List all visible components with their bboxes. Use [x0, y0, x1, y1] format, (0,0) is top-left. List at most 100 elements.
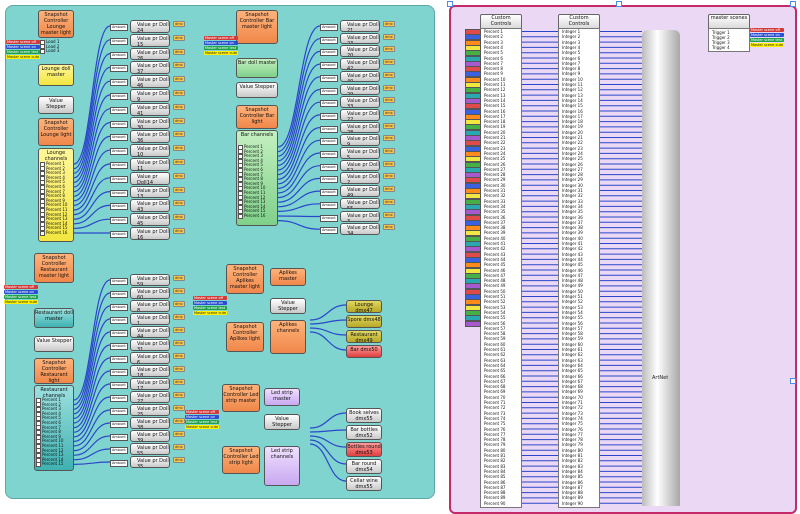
- percent-row[interactable]: Percent 90: [484, 500, 506, 506]
- integer-row[interactable]: Integer 23: [562, 145, 583, 151]
- value-doll-node[interactable]: Value pr Doll 21: [340, 20, 380, 32]
- checkbox[interactable]: [40, 221, 45, 227]
- dmx-output-port[interactable]: dmx: [173, 275, 185, 281]
- integer-row[interactable]: Integer 2: [562, 34, 581, 40]
- integer-row[interactable]: Integer 7: [562, 60, 581, 66]
- percent-row[interactable]: Percent 19: [484, 124, 506, 130]
- value-stepper[interactable]: Value Stepper: [264, 414, 300, 430]
- percent-row[interactable]: Percent 34: [484, 203, 506, 209]
- integer-row[interactable]: Integer 41: [562, 241, 583, 246]
- row-item[interactable]: Percent 5: [36, 416, 63, 422]
- dmx-output-node[interactable]: Bar bottles dmx52: [346, 425, 382, 440]
- bar-controller[interactable]: Snapshot Controller Bar light: [236, 105, 278, 129]
- percent-row[interactable]: Percent 62: [484, 352, 506, 358]
- value-doll-node[interactable]: Value pr Doll 43: [130, 199, 170, 213]
- percent-row[interactable]: Percent 50: [484, 288, 506, 294]
- bar-channels[interactable]: Bar channels: [236, 130, 278, 226]
- dmx-output-port[interactable]: dmx: [173, 431, 185, 437]
- value-doll-node[interactable]: Value pr Doll 35: [130, 456, 170, 468]
- amount-port[interactable]: Amount: [110, 278, 128, 285]
- dmx-output-port[interactable]: dmx: [383, 160, 395, 167]
- integer-row[interactable]: Integer 1: [562, 29, 581, 34]
- amount-port[interactable]: Amount: [110, 162, 128, 169]
- integer-row[interactable]: Integer 44: [562, 256, 583, 262]
- amount-port[interactable]: Amount: [110, 231, 128, 238]
- row-item[interactable]: Load 3: [40, 49, 59, 54]
- percent-row[interactable]: Percent 43: [484, 251, 506, 257]
- amount-port[interactable]: Amount: [320, 227, 338, 235]
- row-item[interactable]: Percent 16: [40, 230, 67, 236]
- dmx-output-node[interactable]: Bottles round dmx53: [346, 442, 382, 457]
- checkbox[interactable]: [36, 416, 41, 422]
- integer-row[interactable]: Integer 16: [562, 108, 583, 114]
- percent-row[interactable]: Percent 70: [484, 394, 506, 400]
- amount-port[interactable]: Amount: [320, 214, 338, 222]
- integer-row[interactable]: Integer 21: [562, 135, 583, 140]
- row-item[interactable]: Percent 3: [36, 407, 63, 412]
- bar-doll-master[interactable]: Bar doll master: [236, 58, 278, 78]
- row-item[interactable]: Percent 15: [238, 209, 265, 215]
- amount-port[interactable]: Amount: [110, 175, 128, 183]
- dmx-output-port[interactable]: dmx: [173, 379, 185, 385]
- value-doll-node[interactable]: Value pr Doll 13: [130, 185, 170, 199]
- integer-row[interactable]: Integer 54: [562, 309, 583, 315]
- value-doll-node[interactable]: Value pr Doll 25: [130, 404, 170, 416]
- master-scene-tag[interactable]: Master scene off: [204, 36, 239, 40]
- integer-row[interactable]: Integer 85: [562, 474, 583, 480]
- percent-row[interactable]: Percent 14: [484, 97, 506, 103]
- integer-row[interactable]: Integer 27: [562, 166, 583, 172]
- dmx-output-port[interactable]: dmx: [173, 457, 185, 463]
- percent-row[interactable]: Percent 79: [484, 442, 506, 448]
- integer-row[interactable]: Integer 61: [562, 347, 583, 352]
- integer-row[interactable]: Integer 37: [562, 219, 583, 225]
- integer-row[interactable]: Integer 32: [562, 193, 583, 199]
- integer-row[interactable]: Integer 25: [562, 156, 583, 162]
- integer-row[interactable]: Integer 50: [562, 288, 583, 294]
- percent-row[interactable]: Percent 73: [484, 410, 506, 416]
- amount-port[interactable]: Amount: [110, 65, 128, 73]
- integer-row[interactable]: Integer 5: [562, 50, 581, 56]
- row-item[interactable]: Percent 1: [40, 161, 67, 167]
- value-doll-node[interactable]: Value pr Doll 9: [340, 134, 380, 146]
- row-item[interactable]: Percent 3: [40, 171, 67, 176]
- integer-row[interactable]: Integer 38: [562, 225, 583, 231]
- integer-row[interactable]: Integer 20: [562, 129, 583, 135]
- row-item[interactable]: Percent 10: [40, 203, 67, 209]
- integer-row[interactable]: Integer 64: [562, 362, 583, 368]
- integer-row[interactable]: Integer 11: [562, 82, 583, 87]
- percent-row[interactable]: Percent 11: [484, 82, 506, 87]
- row-item[interactable]: Percent 6: [36, 420, 63, 426]
- dmx-output-port[interactable]: dmx: [173, 186, 185, 193]
- percent-row[interactable]: Percent 45: [484, 262, 506, 268]
- amount-port[interactable]: Amount: [320, 100, 338, 108]
- value-doll-node[interactable]: Value pr Doll 55: [130, 443, 170, 455]
- master-scene-tag[interactable]: Master scene cute: [4, 300, 39, 304]
- amount-port[interactable]: Amount: [110, 369, 128, 376]
- value-doll-node[interactable]: Value pr Doll 20: [340, 45, 380, 58]
- row-item[interactable]: Percent 10: [238, 186, 265, 192]
- percent-row[interactable]: Percent 64: [484, 362, 506, 368]
- dmx-output-port[interactable]: dmx: [383, 148, 395, 154]
- dmx-output-port[interactable]: dmx: [173, 90, 185, 96]
- row-item[interactable]: Percent 14: [36, 457, 63, 463]
- master-scene-tag[interactable]: Master scene on: [750, 33, 785, 37]
- amount-port[interactable]: Amount: [110, 148, 128, 156]
- trigger-row[interactable]: Trigger 4: [712, 45, 730, 50]
- checkbox[interactable]: [238, 213, 243, 219]
- value-doll-node[interactable]: Value pr Doll 38: [130, 417, 170, 429]
- master-scenes-header[interactable]: master scenes: [708, 14, 750, 30]
- integer-row[interactable]: Integer 65: [562, 368, 583, 374]
- integer-row[interactable]: Integer 75: [562, 421, 583, 427]
- dmx-output-port[interactable]: dmx: [173, 353, 185, 359]
- percent-row[interactable]: Percent 48: [484, 278, 506, 284]
- percent-row[interactable]: Percent 54: [484, 309, 506, 315]
- dmx-output-port[interactable]: dmx: [173, 214, 185, 221]
- integer-row[interactable]: Integer 36: [562, 214, 583, 220]
- integer-row[interactable]: Integer 4: [562, 44, 581, 50]
- checkbox[interactable]: [238, 176, 243, 182]
- percent-row[interactable]: Percent 25: [484, 156, 506, 162]
- value-doll-node[interactable]: Value pr Doll 17: [130, 378, 170, 390]
- dmx-output-port[interactable]: dmx: [383, 46, 395, 53]
- amount-port[interactable]: Amount: [320, 201, 338, 209]
- checkbox[interactable]: [36, 406, 41, 412]
